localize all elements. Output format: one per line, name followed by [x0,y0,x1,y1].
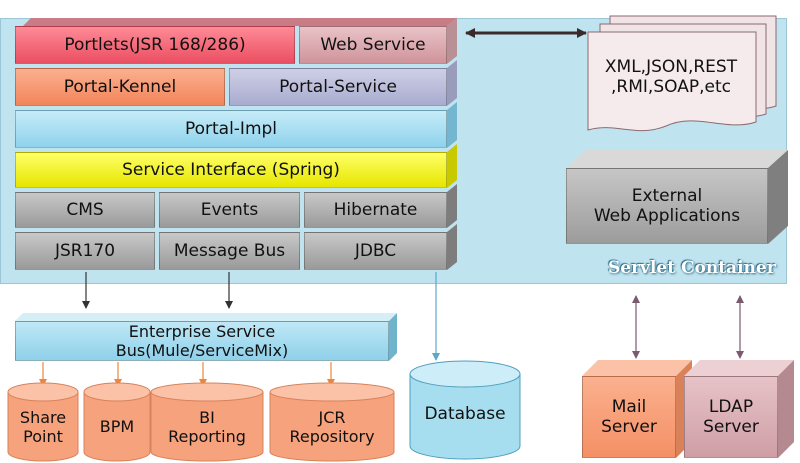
bpm-text: BPM [99,417,135,437]
bi-reporting-label: BI Reporting [151,402,263,452]
esb-line-2: Bus(Mule/ServiceMix) [115,341,289,360]
database-label: Database [424,403,506,424]
repository-cylinders [7,382,395,462]
service-interface-label: Service Interface (Spring) [122,159,340,180]
portal-kennel-box: Portal-Kennel [15,68,225,106]
portal-service-box: Portal-Service [229,68,447,106]
mail-server-box: Mail Server [582,376,676,458]
bpm-label: BPM [84,402,150,452]
jcr-line-2: Repository [289,427,375,446]
service-interface-box: Service Interface (Spring) [15,152,447,188]
mail-line-1: Mail [611,396,647,417]
external-web-apps-box: External Web Applications [566,168,768,244]
message-bus-label: Message Bus [173,240,286,261]
bpm-cylinder [83,382,151,462]
bi-reporting-cylinder [150,382,264,462]
hibernate-box: Hibernate [304,192,447,228]
cms-label: CMS [66,199,104,220]
events-box: Events [159,192,300,228]
ldap-line-2: Server [703,417,759,437]
bi-line-1: BI [199,407,215,427]
jsr170-label: JSR170 [54,240,116,261]
web-service-box: Web Service [299,26,447,64]
external-line-1: External [631,185,703,206]
portal-kennel-label: Portal-Kennel [63,76,177,97]
sharepoint-label: Share Point [8,402,78,452]
jcr-repository-label: JCR Repository [270,402,394,452]
sharepoint-line-2: Point [23,427,63,446]
database-cylinder [409,360,521,460]
bi-line-2: Reporting [168,427,246,446]
jdbc-label: JDBC [354,240,397,261]
esb-line-1: Enterprise Service [128,321,276,341]
ldap-server-box: LDAP Server [684,376,778,458]
portal-impl-box: Portal-Impl [15,110,447,148]
jdbc-box: JDBC [304,232,447,270]
jcr-repository-cylinder [269,382,395,462]
cms-box: CMS [15,192,155,228]
portlets-label: Portlets(JSR 168/286) [64,34,246,55]
events-label: Events [200,199,259,220]
jsr170-box: JSR170 [15,232,155,270]
mail-line-2: Server [601,417,657,437]
protocols-line-2: ,RMI,SOAP,etc [611,77,731,97]
portlets-box: Portlets(JSR 168/286) [15,26,295,64]
portal-service-label: Portal-Service [279,76,397,97]
protocols-text: XML,JSON,REST ,RMI,SOAP,etc [588,52,754,102]
web-service-label: Web Service [320,34,426,55]
external-line-2: Web Applications [593,206,741,226]
servlet-container-label: Servlet Container [608,258,776,278]
sharepoint-line-1: Share [19,407,67,427]
protocols-documents [587,15,777,132]
message-bus-box: Message Bus [159,232,300,270]
hibernate-label: Hibernate [333,199,418,220]
sharepoint-cylinder [7,382,79,462]
protocols-line-1: XML,JSON,REST [604,56,738,77]
jcr-line-1: JCR [318,407,346,427]
ldap-line-1: LDAP [708,396,754,417]
portal-impl-label: Portal-Impl [184,118,278,139]
esb-box: Enterprise Service Bus(Mule/ServiceMix) [15,321,389,361]
